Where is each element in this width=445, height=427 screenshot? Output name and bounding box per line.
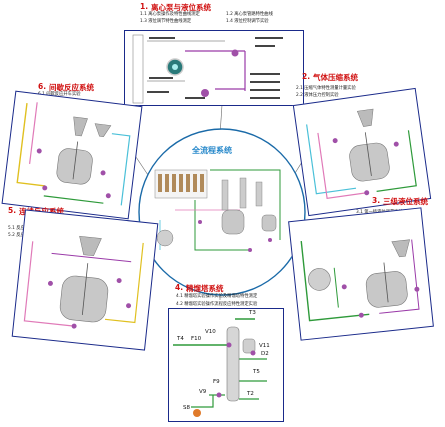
- tag-t5: T5: [253, 369, 260, 375]
- panel1-sub-3: 1.3 液位调节特性曲线测定: [140, 19, 192, 24]
- panel2-sub-1: 2.1 压缩气体特性测量计量实验: [296, 86, 356, 91]
- panel4-sub-2: 4.2 精馏塔实验操作流程反应特性测定实验: [176, 302, 258, 307]
- distillation-column-icon: [226, 326, 240, 402]
- panel6-sub-1: 6.1 间歇反应开车实验: [38, 92, 81, 97]
- panel4-sub-1: 4.1 精馏塔实验操作实验及精馏塔特性测定: [176, 294, 258, 299]
- tag-d2: D2: [261, 351, 269, 357]
- tag-t2: T2: [247, 391, 254, 397]
- valve-icon: [201, 89, 209, 97]
- tag-s8: S8: [183, 405, 190, 411]
- tag-t3: T3: [249, 310, 256, 316]
- tank-sphere-icon: [308, 268, 331, 291]
- panel1-sub-4: 1.4 液位控制调节实验: [226, 19, 269, 24]
- panel3-number: 3.: [372, 196, 381, 205]
- panel1-sub-1: 1.1 离心泵操作及特性曲线测定: [140, 12, 200, 17]
- panel5-continuous-reaction: [11, 209, 159, 351]
- panel4-title: 精馏塔系统: [186, 284, 224, 293]
- panel2-gas-compression: [292, 87, 432, 217]
- tag-t4: T4: [177, 336, 184, 342]
- panel1-title: 离心泵与液位系统: [151, 3, 211, 12]
- panel6-title: 间歇反应系统: [49, 83, 94, 92]
- panel2-sub-2: 2.2 液体压力控制实验: [296, 93, 339, 98]
- panel3-title: 三级液位系统: [383, 197, 428, 206]
- center-title: 全流程系统: [192, 146, 232, 155]
- center-flowsheet: [154, 169, 281, 252]
- panel6-batch-reaction: [1, 90, 143, 220]
- tag-f9: F9: [213, 379, 220, 385]
- panel6-number: 6.: [38, 82, 47, 91]
- panel5-number: 5.: [8, 206, 17, 215]
- panel1-sub-2: 1.2 离心泵管路特性曲线: [226, 12, 273, 17]
- tag-f10: F10: [191, 336, 202, 342]
- tag-v9: V9: [199, 389, 207, 395]
- panel1-centrifugal-pump: [124, 30, 304, 106]
- pump-icon: [193, 409, 201, 417]
- panel2-number: 2.: [302, 72, 311, 81]
- valve-icon: [231, 49, 239, 57]
- panel4-number: 4.: [175, 283, 184, 292]
- tag-v10: V10: [205, 329, 216, 335]
- panel4-distillation: T3 T4 F10 V10 V11 D2 T5 F9 V9 T2 S8: [168, 308, 284, 422]
- tag-v11: V11: [259, 343, 270, 349]
- panel2-title: 气体压缩系统: [313, 73, 358, 82]
- panel1-number: 1.: [140, 2, 149, 11]
- panel3-three-level-tank: [288, 207, 434, 341]
